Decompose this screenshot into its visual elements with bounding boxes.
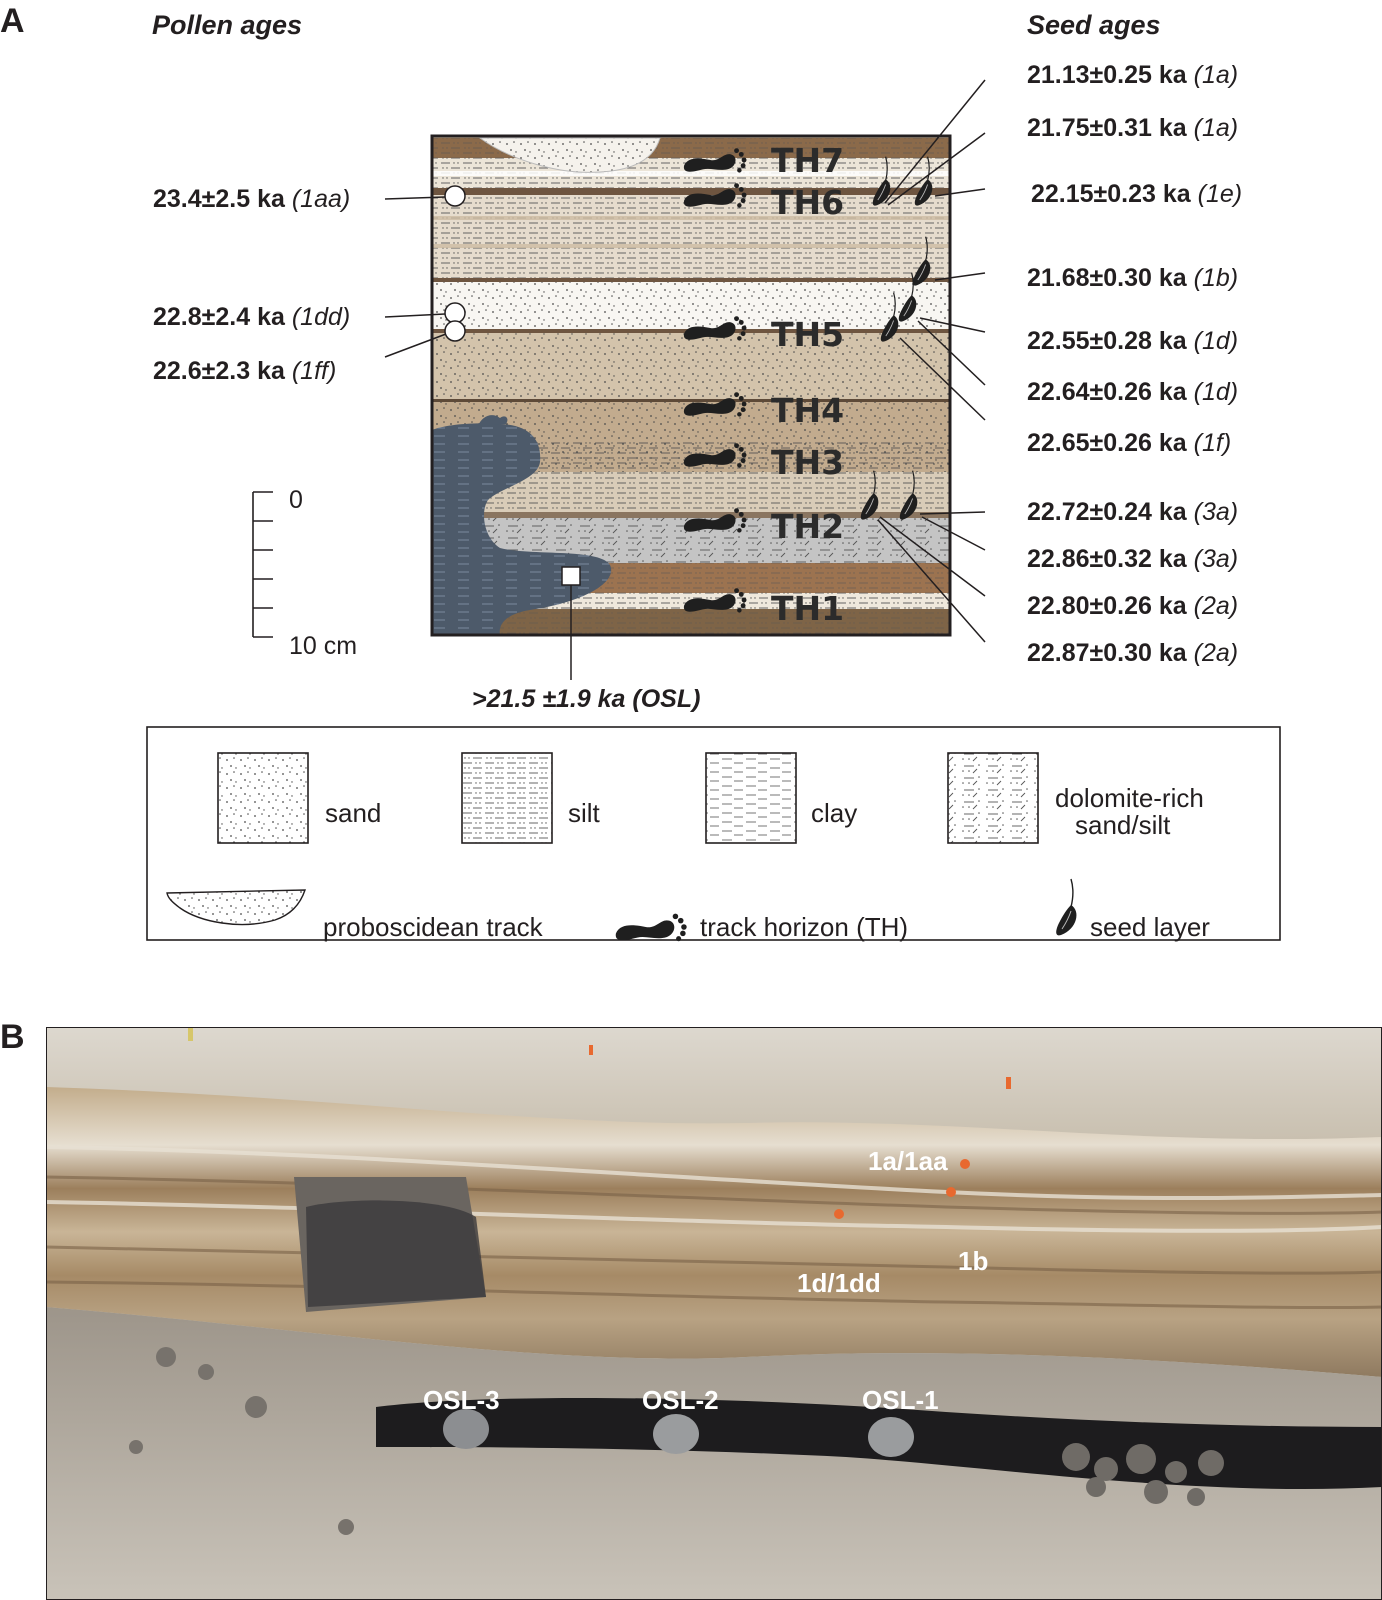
legend-dolomite-label-1: dolomite-rich xyxy=(1055,783,1204,813)
legend-silt-label: silt xyxy=(568,798,600,828)
photo-label-osl-2: OSL-2 xyxy=(642,1385,719,1415)
legend-clay-swatch xyxy=(705,752,797,844)
track-horizon-label-th7: TH7 xyxy=(771,141,845,180)
sample-dot-1d xyxy=(834,1209,844,1219)
track-horizon-label-th2: TH2 xyxy=(771,507,845,546)
seed-age-4: 21.68±0.30 ka (1b) xyxy=(1027,264,1239,292)
legend-proboscidean-label: proboscidean track xyxy=(323,912,543,942)
legend-track-horizon-label: track horizon (TH) xyxy=(700,912,909,942)
osl-tube-3 xyxy=(443,1409,489,1449)
photo-label-1d-1dd: 1d/1dd xyxy=(797,1268,881,1298)
photo-label-1a-1aa: 1a/1aa xyxy=(868,1146,948,1176)
scale-label-bottom: 10 cm xyxy=(289,632,358,660)
osl-sample-marker xyxy=(561,566,581,586)
osl-tube-1 xyxy=(868,1417,914,1457)
track-horizon-label-th3: TH3 xyxy=(771,443,845,482)
seed-leader-lines xyxy=(877,79,986,643)
excavation-photo xyxy=(46,1027,1382,1600)
scale-bar xyxy=(252,491,273,638)
seed-age-6: 22.64±0.26 ka (1d) xyxy=(1027,378,1239,406)
legend-footprint-icon xyxy=(615,913,687,942)
legend-seed-icon xyxy=(1055,878,1078,937)
pollen-age-1: 23.4±2.5 ka (1aa) xyxy=(153,185,351,213)
photo-label-1b: 1b xyxy=(958,1246,989,1276)
legend-seed-layer-label: seed layer xyxy=(1090,912,1210,942)
track-horizon-label-th5: TH5 xyxy=(771,315,845,354)
sample-dot-1b xyxy=(946,1187,956,1197)
scale-label-top: 0 xyxy=(289,486,303,514)
legend-clay-label: clay xyxy=(811,798,858,828)
seed-age-3: 22.15±0.23 ka (1e) xyxy=(1031,180,1243,208)
photo-label-osl-3: OSL-3 xyxy=(423,1385,500,1415)
panel-b-letter: B xyxy=(0,1018,25,1056)
seed-age-8: 22.72±0.24 ka (3a) xyxy=(1027,498,1239,526)
pollen-leader-lines xyxy=(384,196,447,358)
pollen-age-3: 22.6±2.3 ka (1ff) xyxy=(153,357,337,385)
seed-age-5: 22.55±0.28 ka (1d) xyxy=(1027,327,1239,355)
pollen-sample-marker xyxy=(444,320,466,342)
track-horizon-label-th4: TH4 xyxy=(771,391,845,430)
track-horizon-label-th6: TH6 xyxy=(771,183,845,222)
pollen-age-2: 22.8±2.4 ka (1dd) xyxy=(153,303,351,331)
pollen-sample-marker xyxy=(444,185,466,207)
seed-age-11: 22.87±0.30 ka (2a) xyxy=(1027,639,1239,667)
legend-silt-swatch xyxy=(461,752,553,844)
pollen-sample-marker xyxy=(444,302,466,324)
track-horizon-label-th1: TH1 xyxy=(771,589,845,628)
legend-dolomite-swatch xyxy=(947,752,1039,844)
legend-sand-swatch xyxy=(217,752,309,844)
photo-label-osl-1: OSL-1 xyxy=(862,1385,939,1415)
osl-tube-2 xyxy=(653,1414,699,1454)
seed-age-10: 22.80±0.26 ka (2a) xyxy=(1027,592,1239,620)
legend-sand-label: sand xyxy=(325,798,382,828)
legend-dolomite-label-2: sand/silt xyxy=(1075,810,1171,840)
panel-a-letter: A xyxy=(0,2,25,40)
osl-age-label: >21.5 ±1.9 ka (OSL) xyxy=(472,685,701,713)
seed-ages-heading: Seed ages xyxy=(1027,10,1161,40)
stratigraphic-column-diagram xyxy=(146,79,1281,942)
sample-dot-1a xyxy=(960,1159,970,1169)
seed-age-2: 21.75±0.31 ka (1a) xyxy=(1027,114,1239,142)
seed-age-7: 22.65±0.26 ka (1f) xyxy=(1027,429,1232,457)
seed-age-9: 22.86±0.32 ka (3a) xyxy=(1027,545,1239,573)
legend-box xyxy=(146,726,1281,941)
legend-proboscidean-swatch xyxy=(166,889,306,926)
seed-age-1: 21.13±0.25 ka (1a) xyxy=(1027,61,1239,89)
pollen-ages-heading: Pollen ages xyxy=(152,10,303,40)
tree-icon xyxy=(478,415,508,426)
